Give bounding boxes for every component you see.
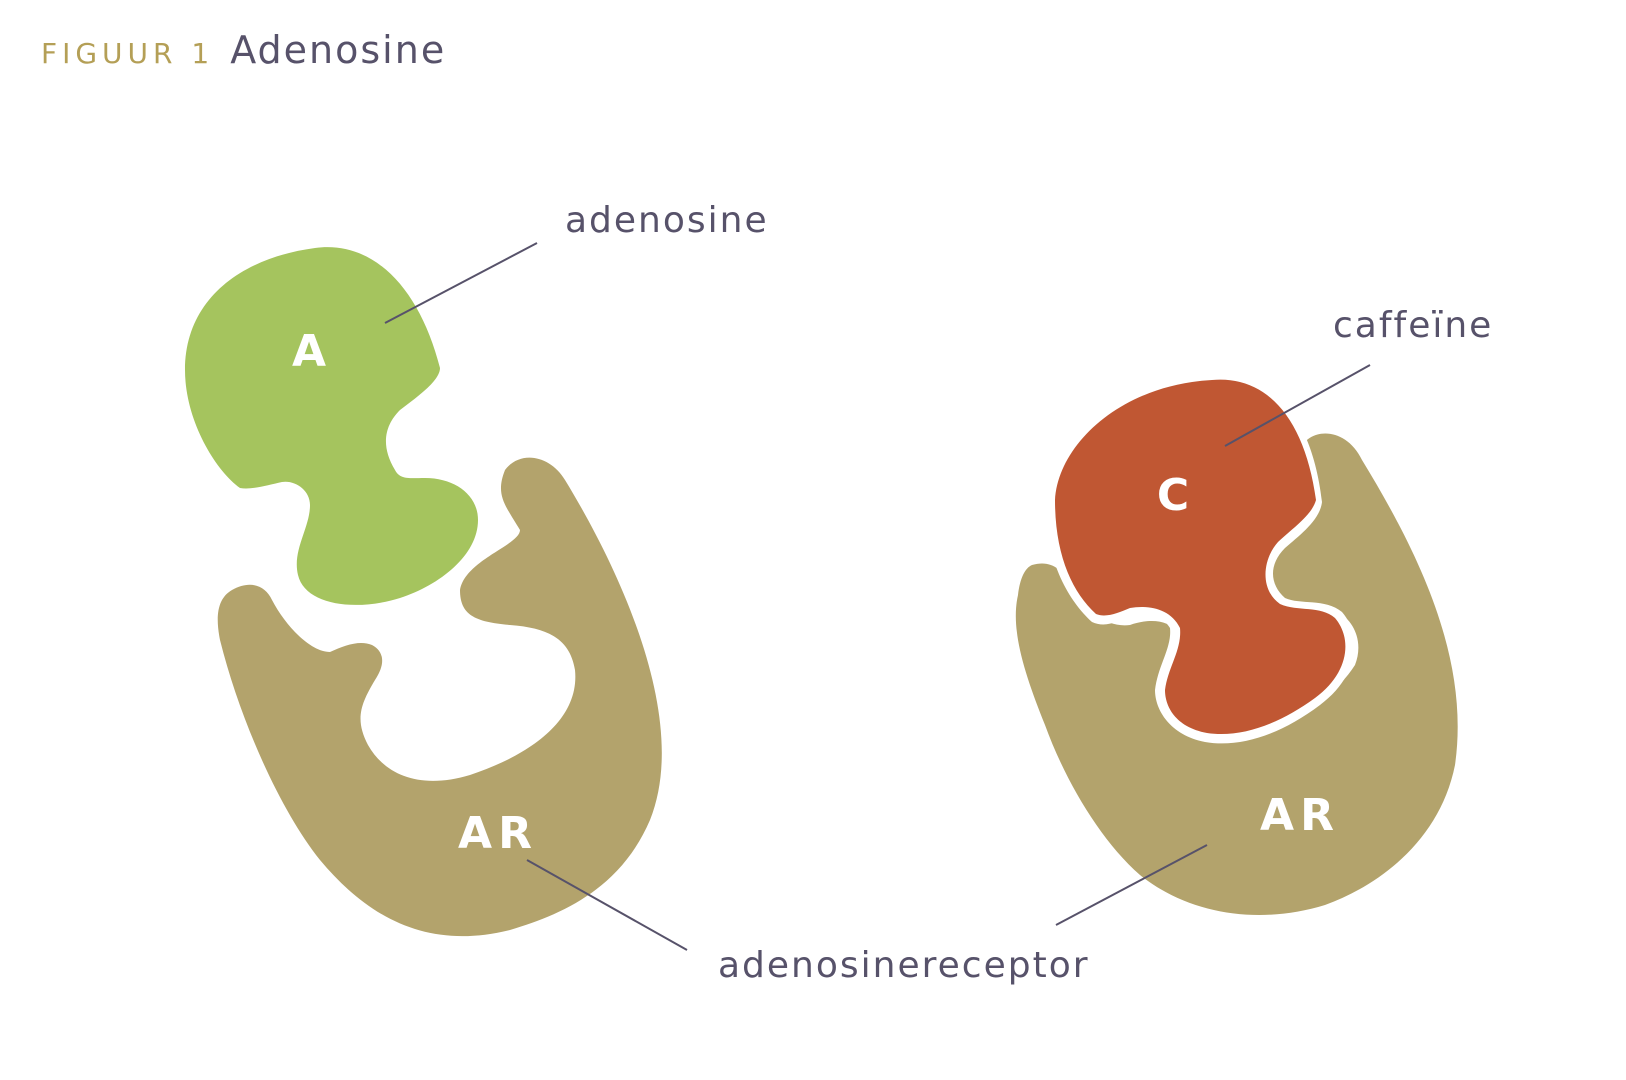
caffeine-leader-line xyxy=(1224,364,1371,447)
adenosine-badge: A xyxy=(292,326,332,377)
figure-header: FIGUUR 1 Adenosine xyxy=(41,28,446,72)
adenosine-shape xyxy=(185,247,478,605)
adenosine-leader-line xyxy=(384,242,538,324)
caffeine-badge: C xyxy=(1157,470,1195,521)
caffeine-shape xyxy=(1055,379,1346,735)
receptor-leader-line-left xyxy=(526,859,688,951)
receptor-badge-left: AR xyxy=(458,808,538,859)
receptor-label: adenosinereceptor xyxy=(718,945,1090,986)
receptor-leader-line-right xyxy=(1055,844,1208,926)
figure-number: FIGUUR 1 xyxy=(41,37,215,70)
adenosine-label: adenosine xyxy=(565,200,769,241)
caffeine-label: caffeïne xyxy=(1333,305,1493,346)
figure-title: Adenosine xyxy=(230,28,447,72)
right-receptor-shape xyxy=(1015,433,1458,915)
receptor-badge-right: AR xyxy=(1260,790,1340,841)
left-receptor-shape xyxy=(217,457,662,937)
